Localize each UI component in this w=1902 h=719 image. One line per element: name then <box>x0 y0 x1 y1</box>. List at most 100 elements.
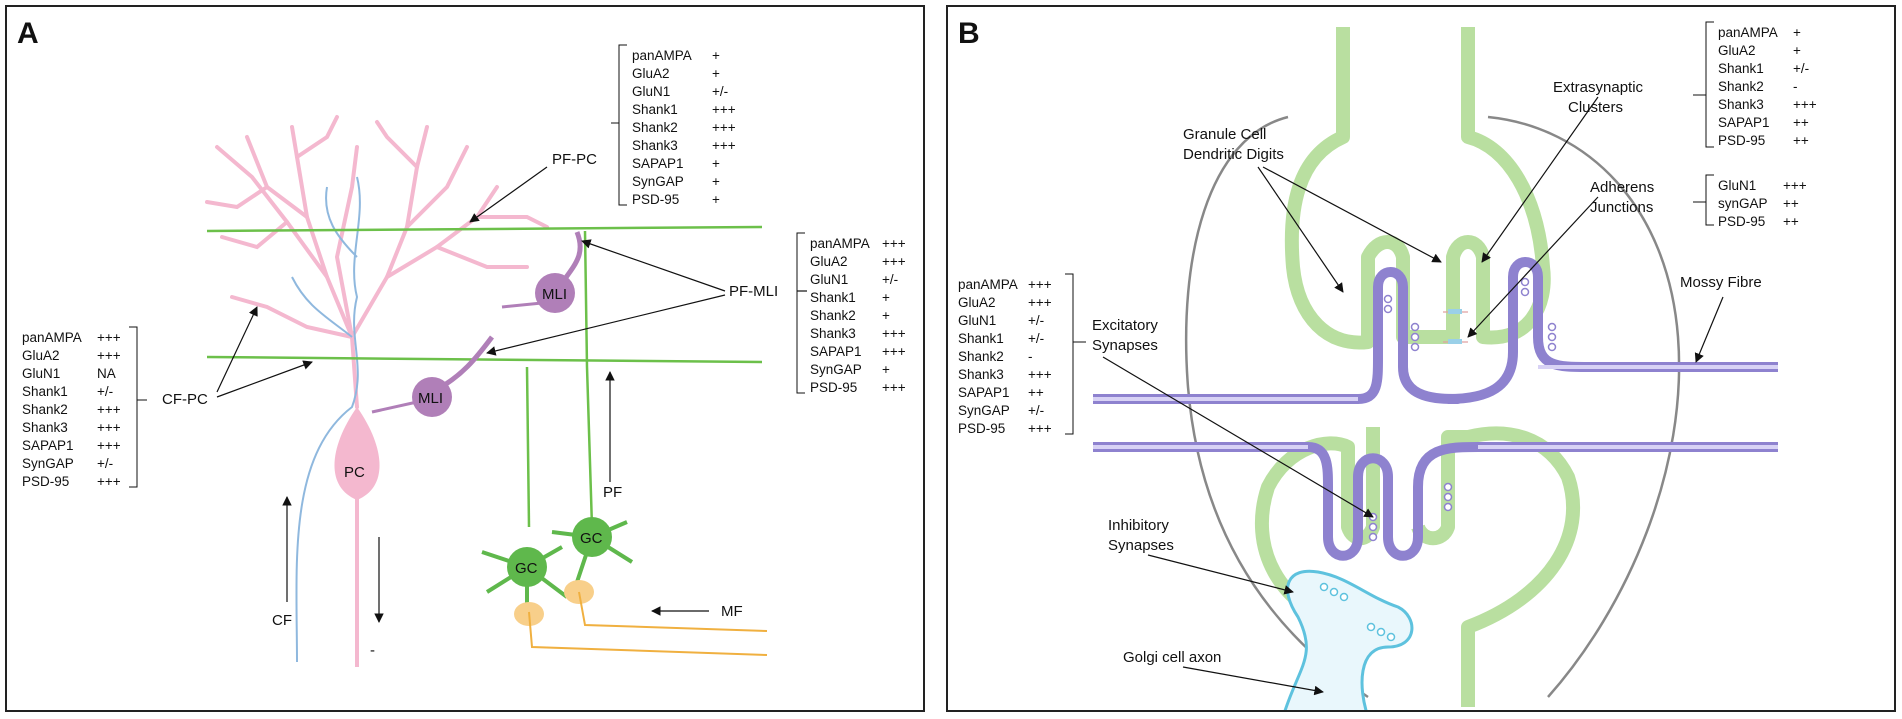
panel-b-letter: B <box>958 17 980 50</box>
table-row-name: GluA2 <box>632 66 670 81</box>
table-adherens: GluN1+++synGAP++PSD-95++ <box>1693 174 1807 229</box>
panel-a: A PC MLI <box>5 5 925 712</box>
golgi-axon <box>1280 569 1414 719</box>
table-row-value: + <box>882 308 890 323</box>
table-row-name: synGAP <box>1718 196 1768 211</box>
table-row-name: Shank2 <box>810 308 856 323</box>
adherens-junctions <box>1443 309 1468 344</box>
table-row-name: PSD-95 <box>1718 133 1765 148</box>
table-row-name: GluN1 <box>810 272 848 287</box>
table-row-name: GluA2 <box>22 348 60 363</box>
glomerulus-outline <box>1184 115 1681 699</box>
table-row-name: GluN1 <box>958 313 996 328</box>
gc-left-label: GC <box>515 560 538 577</box>
table-row-name: SAPAP1 <box>632 156 684 171</box>
label-inhib-1: Inhibitory <box>1108 517 1169 534</box>
table-row-name: Shank3 <box>22 420 68 435</box>
table-pf-mli: panAMPA+++GluA2+++GluN1+/-Shank1+Shank2+… <box>796 232 906 395</box>
table-row-value: + <box>882 362 890 377</box>
table-row-value: +/- <box>882 272 898 287</box>
table-row-name: SynGAP <box>632 174 684 189</box>
table-row-value: +++ <box>1783 178 1807 193</box>
table-row-name: panAMPA <box>22 330 82 345</box>
table-row-value: - <box>1793 79 1798 94</box>
mli-upper-label: MLI <box>542 286 567 303</box>
table-row-name: PSD-95 <box>22 474 69 489</box>
mli-lower-label: MLI <box>418 390 443 407</box>
table-row-name: GluN1 <box>1718 178 1756 193</box>
label-pf-pc: PF-PC <box>552 151 597 168</box>
table-row-name: SAPAP1 <box>958 385 1010 400</box>
table-row-value: +/- <box>97 384 113 399</box>
table-row-name: Shank2 <box>22 402 68 417</box>
label-granule-2: Dendritic Digits <box>1183 146 1284 163</box>
label-mossy: Mossy Fibre <box>1680 274 1762 291</box>
label-pf-mli: PF-MLI <box>729 283 778 300</box>
table-row-name: GluN1 <box>632 84 670 99</box>
mossy-fibre <box>514 580 768 656</box>
table-row-name: Shank1 <box>22 384 68 399</box>
table-row-value: +++ <box>97 348 121 363</box>
table-row-name: panAMPA <box>1718 25 1778 40</box>
table-row-value: +/- <box>1793 61 1809 76</box>
purkinje-soma <box>334 407 380 500</box>
table-row-value: +++ <box>882 236 906 251</box>
panel-b: B Granule Cell Dendritic Digits Extra <box>946 5 1896 719</box>
table-pf-pc: panAMPA+GluA2+GluN1+/-Shank1+++Shank2+++… <box>611 44 736 207</box>
table-row-value: + <box>1793 43 1801 58</box>
table-row-name: PSD-95 <box>632 192 679 207</box>
granule-cell-left: GC <box>481 545 569 607</box>
table-row-name: GluA2 <box>1718 43 1756 58</box>
label-adherens-2: Junctions <box>1590 199 1653 216</box>
label-inhib-2: Synapses <box>1108 537 1174 554</box>
table-row-name: Shank3 <box>810 326 856 341</box>
mossy-fibre-terminal <box>1093 257 1778 561</box>
table-row-name: GluN1 <box>22 366 60 381</box>
table-row-value: ++ <box>1783 196 1799 211</box>
table-row-value: +/- <box>97 456 113 471</box>
table-row-value: +++ <box>712 102 736 117</box>
label-golgi: Golgi cell axon <box>1123 649 1221 666</box>
table-row-name: Shank3 <box>632 138 678 153</box>
table-row-value: +++ <box>97 420 121 435</box>
table-row-value: +/- <box>1028 313 1044 328</box>
label-excit-1: Excitatory <box>1092 317 1158 334</box>
table-row-name: Shank1 <box>958 331 1004 346</box>
parallel-fibres <box>206 225 763 528</box>
table-row-value: +++ <box>712 120 736 135</box>
table-row-value: + <box>712 48 720 63</box>
table-row-value: +++ <box>882 326 906 341</box>
climbing-fibre <box>291 176 361 663</box>
mli-lower: MLI <box>371 335 494 417</box>
table-row-value: +++ <box>97 474 121 489</box>
table-row-name: GluA2 <box>810 254 848 269</box>
table-row-value: +++ <box>1028 421 1052 436</box>
table-row-name: Shank2 <box>958 349 1004 364</box>
label-adherens-1: Adherens <box>1590 179 1654 196</box>
table-row-value: ++ <box>1783 214 1799 229</box>
table-row-name: PSD-95 <box>810 380 857 395</box>
panel-a-letter: A <box>17 17 39 50</box>
label-cf-pc: CF-PC <box>162 391 208 408</box>
table-row-value: - <box>1028 349 1033 364</box>
table-row-name: SynGAP <box>958 403 1010 418</box>
table-row-value: +++ <box>1793 97 1817 112</box>
table-row-name: Shank1 <box>810 290 856 305</box>
table-row-value: +++ <box>97 330 121 345</box>
label-extra-2: Clusters <box>1568 99 1623 116</box>
table-row-value: +++ <box>1028 367 1052 382</box>
table-row-name: Shank2 <box>632 120 678 135</box>
table-row-name: Shank3 <box>1718 97 1764 112</box>
table-row-value: ++ <box>1793 115 1809 130</box>
label-pf: PF <box>603 484 622 501</box>
table-row-value: +++ <box>97 402 121 417</box>
table-extrasynaptic: panAMPA+GluA2+Shank1+/-Shank2-Shank3+++S… <box>1693 21 1817 148</box>
table-excitatory: panAMPA+++GluA2+++GluN1+/-Shank1+/-Shank… <box>958 273 1086 436</box>
table-row-name: Shank2 <box>1718 79 1764 94</box>
table-row-name: Shank3 <box>958 367 1004 382</box>
table-row-name: GluA2 <box>958 295 996 310</box>
table-row-value: + <box>712 156 720 171</box>
label-granule-1: Granule Cell <box>1183 126 1266 143</box>
label-excit-2: Synapses <box>1092 337 1158 354</box>
table-row-value: +++ <box>882 344 906 359</box>
